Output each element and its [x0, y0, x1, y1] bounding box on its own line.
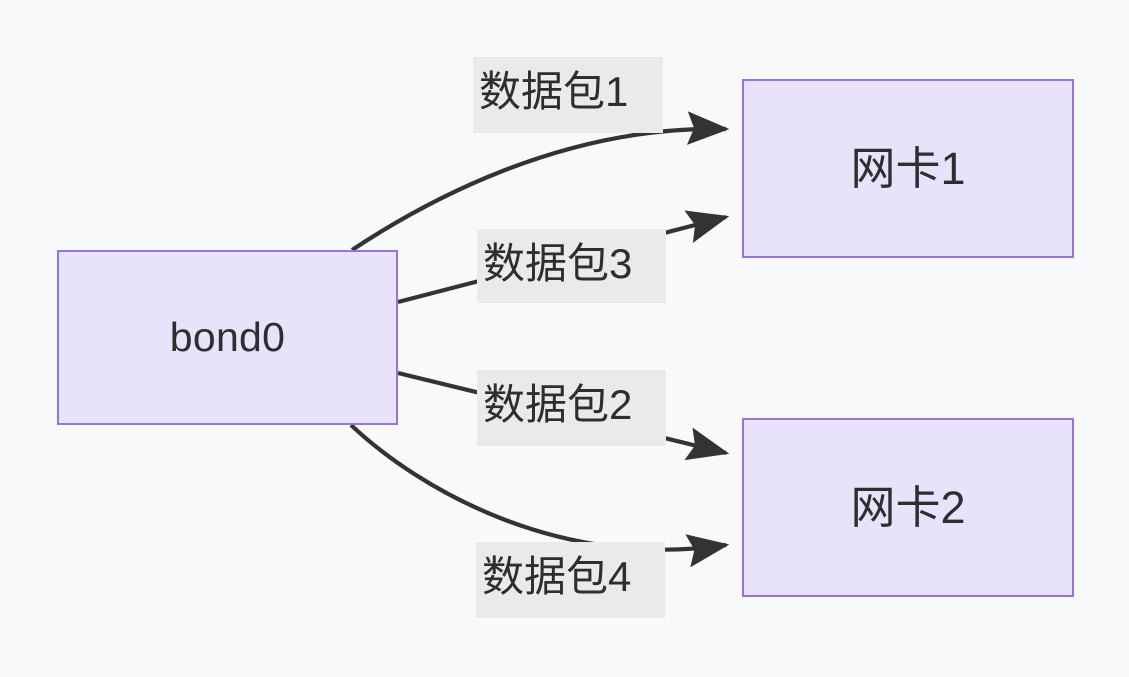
node-nic2[interactable]: 网卡2 — [742, 418, 1074, 597]
edge-label-packet3: 数据包3 — [477, 229, 666, 303]
node-nic1[interactable]: 网卡1 — [742, 79, 1074, 258]
edge-label-packet1: 数据包1 — [473, 57, 663, 133]
edge-label-packet2: 数据包2 — [477, 370, 666, 446]
node-nic2-label: 网卡2 — [850, 482, 966, 533]
node-bond0-label: bond0 — [169, 314, 286, 360]
node-bond0[interactable]: bond0 — [57, 250, 398, 425]
node-nic1-label: 网卡1 — [850, 143, 966, 194]
edge-label-packet4: 数据包4 — [476, 542, 665, 618]
